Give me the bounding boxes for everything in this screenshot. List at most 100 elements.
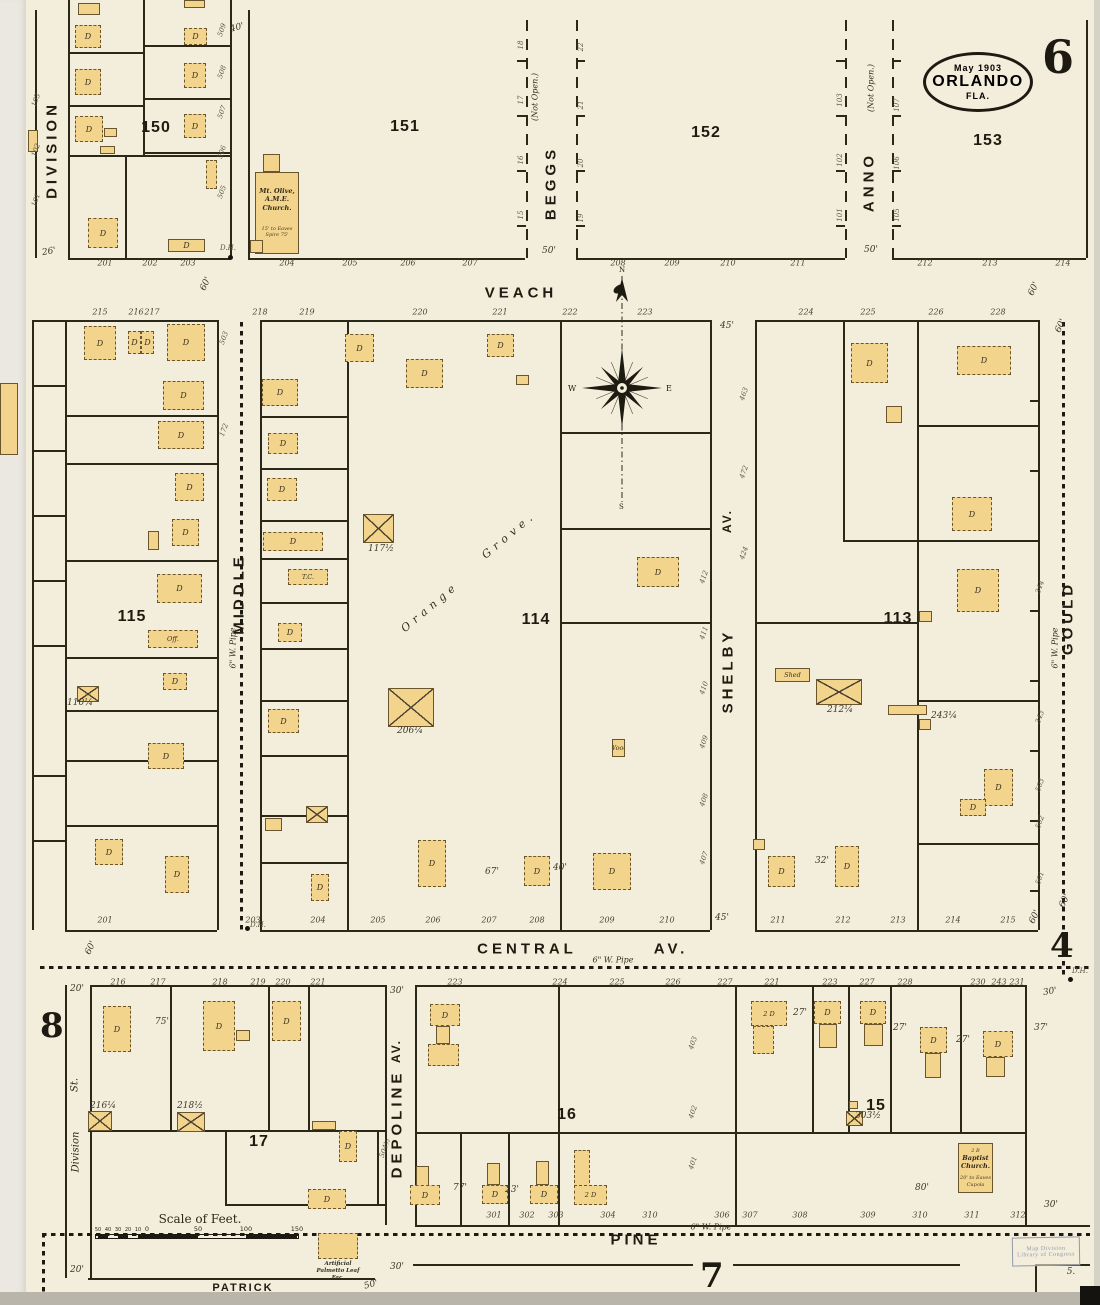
building-d: D — [203, 1001, 235, 1051]
building-d: D — [163, 673, 187, 690]
lot-number: 213 — [982, 258, 998, 268]
block-line — [517, 225, 526, 227]
block-line — [843, 540, 1038, 542]
building-d: D — [95, 839, 123, 865]
building — [250, 240, 263, 253]
edge-number: 22 — [577, 42, 585, 52]
dimension-label: 40' — [553, 863, 567, 873]
building — [206, 160, 217, 189]
edge-number: 506 — [215, 144, 229, 160]
lot-number: 227 — [717, 977, 733, 987]
building — [819, 1024, 837, 1048]
block-line — [1030, 540, 1038, 542]
lot-number: 206 — [425, 915, 441, 925]
street-label-pine: PINE — [610, 1231, 662, 1249]
lot-number: 214 — [945, 915, 961, 925]
lot-number: 303 — [548, 1210, 564, 1220]
building-tc: T.C. — [288, 569, 328, 585]
lot-number: 212 — [835, 915, 851, 925]
block-line — [1030, 890, 1038, 892]
lot-number: 230 — [970, 977, 986, 987]
building — [88, 1111, 112, 1131]
lot-number: 309 — [860, 1210, 876, 1220]
lot-number: 226 — [665, 977, 681, 987]
building-d: D — [141, 331, 154, 354]
block-line — [32, 320, 34, 930]
block-number-115: 115 — [117, 608, 147, 625]
edge-number: 344 — [1033, 579, 1047, 595]
block-line — [143, 45, 230, 47]
edge-number: 507 — [215, 104, 229, 120]
block-line — [415, 1132, 735, 1134]
block-line — [1038, 320, 1040, 930]
block-line — [90, 985, 92, 1278]
block-line — [755, 930, 1038, 932]
block-line — [755, 320, 757, 930]
block-line — [1030, 400, 1038, 402]
edge-number: 463 — [737, 386, 751, 402]
scale-tick: 150 — [290, 1225, 304, 1233]
edge-number: 101 — [836, 208, 844, 222]
lot-number: 207 — [481, 915, 497, 925]
block-line — [960, 986, 962, 1132]
building — [184, 0, 205, 8]
dimension-label: 60' — [1057, 892, 1073, 910]
building-d: D — [84, 326, 116, 360]
block-line — [517, 170, 526, 172]
block-line — [88, 1278, 375, 1280]
dimension-label: 30' — [1044, 1200, 1058, 1210]
block-number-153: 153 — [973, 132, 1003, 149]
hydrant-label: D.H. — [220, 244, 236, 252]
dimension-label: 30' — [1042, 985, 1058, 999]
building-d: D — [168, 239, 205, 252]
block-number-113: 113 — [883, 610, 913, 627]
block-line — [143, 152, 230, 154]
scale-segment — [98, 1234, 108, 1239]
scale-tick: 40 — [104, 1227, 112, 1233]
building-d: D — [267, 478, 297, 501]
block-line — [892, 115, 901, 117]
lot-number: 227 — [859, 977, 875, 987]
lot-number: 301 — [486, 1210, 502, 1220]
block-line — [560, 320, 562, 930]
building-d: D — [637, 557, 679, 587]
block-line — [125, 155, 127, 258]
street-not-open-line — [845, 20, 847, 258]
building-d: D — [158, 421, 204, 449]
lot-number: 228 — [897, 977, 913, 987]
block-line — [32, 580, 65, 582]
block-line — [377, 1130, 379, 1204]
building-d: D — [163, 381, 204, 410]
building-d: D — [103, 1006, 131, 1052]
building — [78, 3, 100, 15]
palmetto-factory-label: Artificial Palmetto Leaf Fac. — [316, 1261, 360, 1282]
dimension-label: 117½ — [368, 544, 394, 554]
block-line — [1035, 1264, 1037, 1305]
scale-segment — [118, 1234, 128, 1239]
block-line — [90, 985, 385, 987]
block-line — [413, 1264, 693, 1266]
scale-tick: 30 — [114, 1227, 122, 1233]
building — [312, 1121, 336, 1130]
building-d: D — [952, 497, 992, 531]
title-state: FLA. — [966, 91, 990, 101]
lot-number: 215 — [1000, 915, 1016, 925]
dimension-label: 67' — [485, 867, 499, 877]
building — [177, 1112, 205, 1132]
building-d: D — [184, 114, 206, 138]
street-label-wpipe: 6" W. Pipe — [228, 627, 238, 669]
dimension-label: 45' — [720, 321, 734, 331]
lot-number: 219 — [250, 977, 266, 987]
dimension-label: 27' — [793, 1008, 807, 1018]
block-line — [917, 425, 1038, 427]
block-line — [260, 862, 347, 864]
block-line — [68, 105, 143, 107]
block-line — [460, 1132, 462, 1225]
building-d: D — [311, 874, 329, 901]
edge-number: 106 — [893, 156, 901, 170]
lot-number: 226 — [928, 307, 944, 317]
block-number-16: 16 — [557, 1106, 577, 1123]
edge-number: 508 — [215, 64, 229, 80]
block-line — [260, 700, 347, 702]
orange-grove-label-2: Grove. — [479, 508, 539, 562]
